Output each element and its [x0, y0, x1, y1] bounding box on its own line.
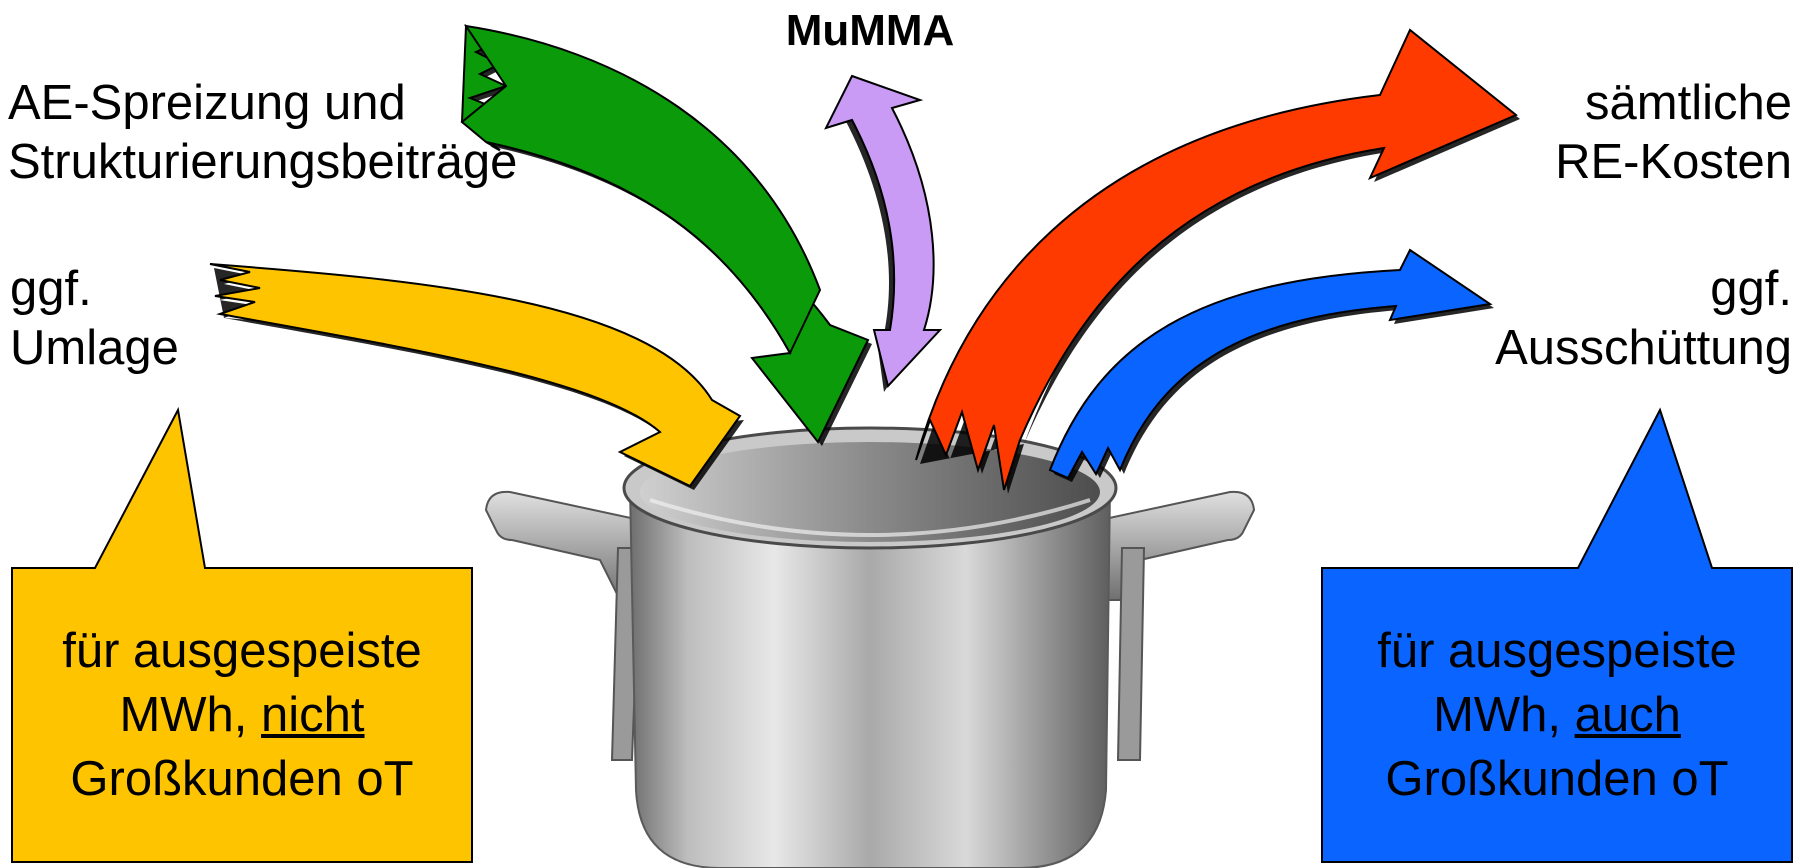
left-callout-line1: für ausgespeiste: [62, 624, 422, 678]
red-outflow-arrow: [915, 28, 1520, 494]
right-callout-text: für ausgespeiste MWh, auch Großkunden oT: [1322, 568, 1792, 862]
label-re-kosten-line1: sämtliche: [1585, 76, 1792, 130]
left-callout-text: für ausgespeiste MWh, nicht Großkunden o…: [12, 568, 472, 862]
right-callout-line1: für ausgespeiste: [1377, 624, 1737, 678]
left-callout-line3: Großkunden oT: [70, 752, 414, 806]
label-ausschuettung-line2: Ausschüttung: [1495, 321, 1792, 375]
purple-double-arrow: [824, 74, 943, 392]
label-re-kosten-line2: RE-Kosten: [1555, 135, 1792, 189]
right-callout-line2-pre: MWh,: [1433, 688, 1575, 742]
label-ausschuettung: ggf. Ausschüttung: [1495, 260, 1792, 378]
right-callout-emphasis: auch: [1574, 688, 1681, 742]
left-callout-emphasis: nicht: [261, 688, 365, 742]
left-callout-line2-pre: MWh,: [119, 688, 262, 742]
label-umlage-line2: Umlage: [10, 321, 179, 375]
label-ae-spreizung: AE-Spreizung und Strukturierungsbeiträge: [8, 74, 517, 192]
cooking-pot-image: [484, 426, 1256, 868]
green-inflow-arrow: [460, 24, 872, 446]
right-callout-box: [1321, 407, 1793, 863]
blue-outflow-arrow: [1048, 248, 1494, 482]
label-umlage-line1: ggf.: [10, 262, 92, 316]
right-callout-line3: Großkunden oT: [1385, 752, 1729, 806]
yellow-inflow-arrow: [209, 263, 744, 490]
right-handle-leg: [1116, 547, 1146, 761]
page-title: MuMMA: [785, 6, 955, 55]
label-ausschuettung-line1: ggf.: [1710, 262, 1792, 316]
left-callout-line2: MWh, nicht: [119, 683, 364, 747]
label-ae-spreizung-line1: AE-Spreizung und: [8, 76, 406, 130]
label-umlage: ggf. Umlage: [10, 260, 179, 378]
pot-inner: [640, 442, 1100, 542]
label-ae-spreizung-line2: Strukturierungsbeiträge: [8, 135, 518, 189]
label-re-kosten: sämtliche RE-Kosten: [1555, 74, 1792, 192]
left-callout-box: [11, 406, 473, 863]
right-callout-line2: MWh, auch: [1433, 683, 1681, 747]
